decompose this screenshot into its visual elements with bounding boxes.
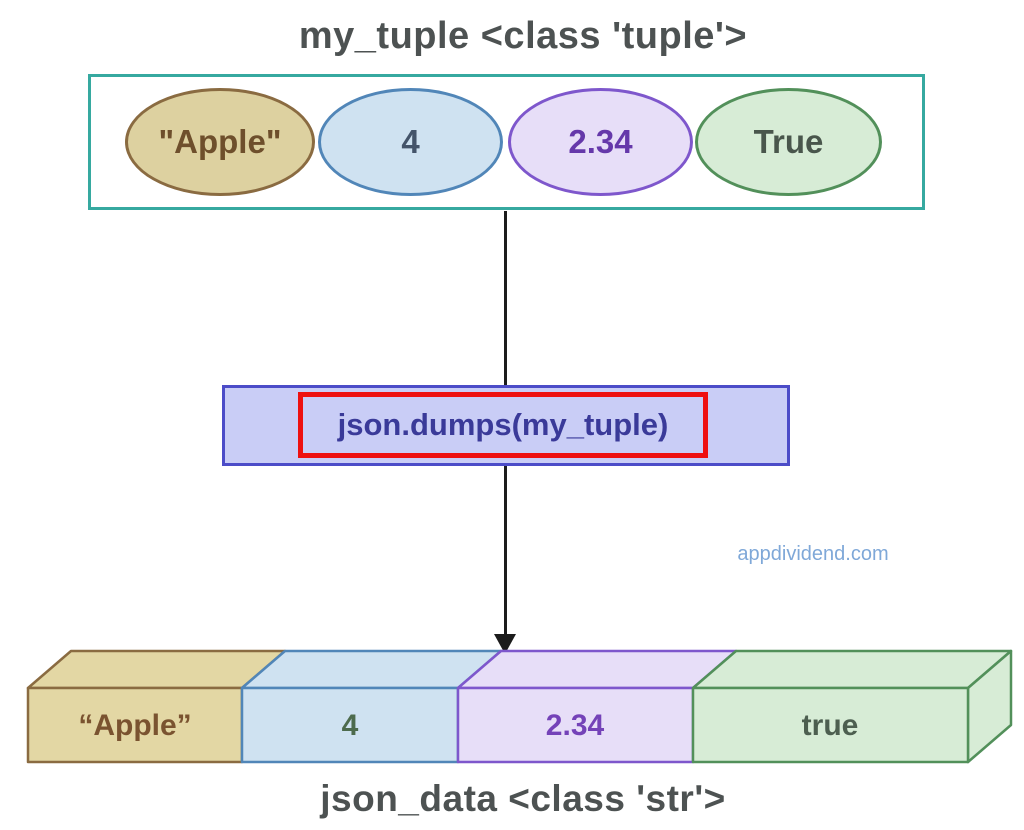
segment-apple: “Apple” <box>26 649 287 764</box>
segment-bool: true <box>691 649 1013 764</box>
json-dumps-label: json.dumps(my_tuple) <box>337 407 669 442</box>
arrowhead-icon <box>494 634 516 654</box>
segment-bool-front-face <box>691 686 970 764</box>
segment-int-label: 4 <box>342 709 359 742</box>
tuple-title: my_tuple <class 'tuple'> <box>298 15 748 57</box>
segment-bool-label: true <box>802 709 859 742</box>
tuple-item-float: 2.34 <box>508 88 693 196</box>
tuple-item-bool-label: True <box>753 123 824 160</box>
json-dumps-box: json.dumps(my_tuple) <box>222 385 790 466</box>
segment-int-top-face <box>240 649 503 690</box>
tuple-item-int: 4 <box>318 88 503 196</box>
segment-int: 4 <box>240 649 503 764</box>
segment-bool-top-face <box>691 649 1013 690</box>
tuple-item-int-label: 4 <box>401 123 420 160</box>
tuple-item-float-label: 2.34 <box>568 123 633 160</box>
tuple-item-apple: "Apple" <box>125 88 315 196</box>
highlight-rect: json.dumps(my_tuple) <box>298 392 708 458</box>
segment-float-top-face <box>456 649 738 690</box>
json-string-bar: “Apple” 4 2.34 true <box>26 649 1013 764</box>
connector-line-top <box>504 211 507 385</box>
tuple-item-apple-label: "Apple" <box>158 123 282 160</box>
watermark-text: appdividend.com <box>737 543 889 565</box>
connector-line-bottom <box>504 466 507 634</box>
segment-apple-label: “Apple” <box>78 709 191 742</box>
segment-float-label: 2.34 <box>546 709 605 742</box>
segment-apple-top-face <box>26 649 287 690</box>
tuple-item-bool: True <box>695 88 882 196</box>
tuple-container: "Apple" 4 2.34 True <box>88 74 925 210</box>
json-data-title: json_data <class 'str'> <box>320 778 726 819</box>
